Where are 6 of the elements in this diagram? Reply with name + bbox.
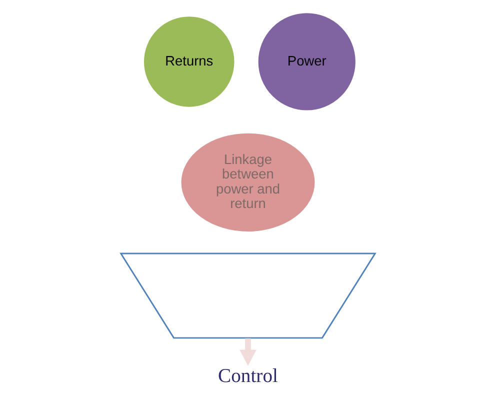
node-text: Control: [218, 366, 278, 388]
node-ellipse: Linkage between power and return: [180, 132, 316, 232]
node-circle: Power: [256, 11, 358, 112]
arrow: [240, 338, 256, 366]
node-circle: Returns: [142, 14, 236, 109]
node-funnel: [120, 252, 376, 339]
